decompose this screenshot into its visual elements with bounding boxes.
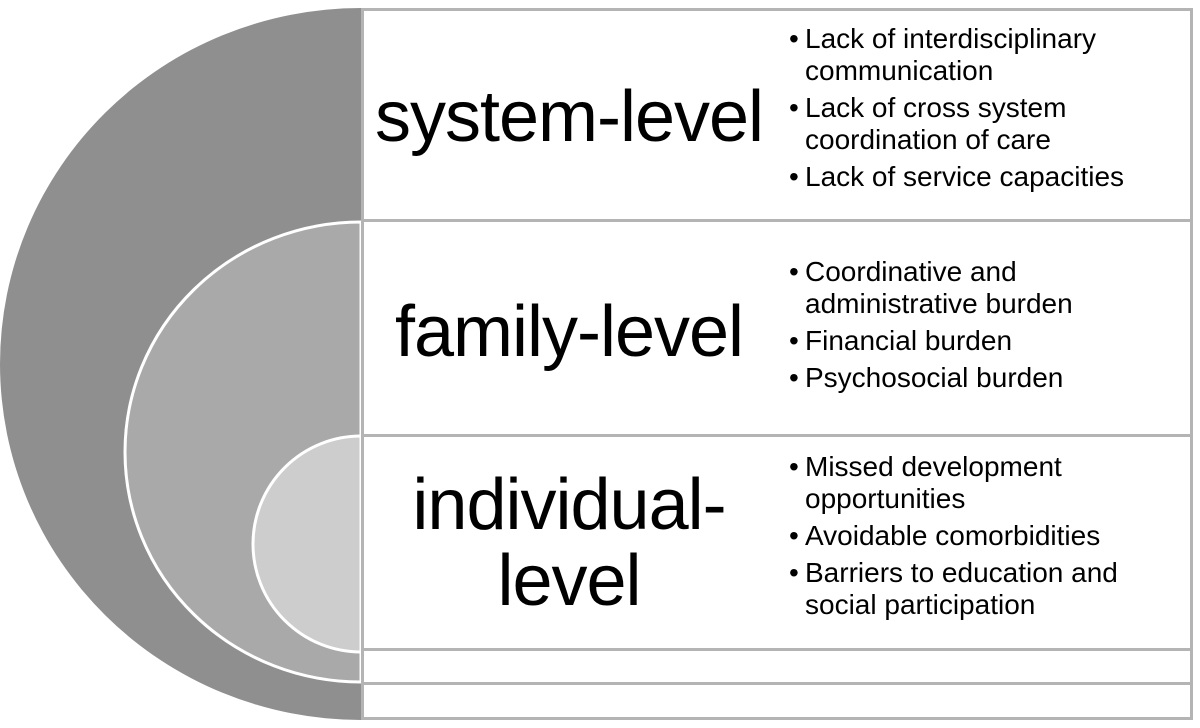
individual-level-list: Missed development opportunities Avoidab… bbox=[789, 451, 1185, 626]
individual-level-title-line2: level bbox=[497, 541, 641, 621]
list-item: Avoidable comorbidities bbox=[789, 520, 1185, 552]
list-item: Financial burden bbox=[789, 325, 1185, 357]
list-item: Missed development opportunities bbox=[789, 451, 1095, 515]
individual-level-panel: individual- level Missed development opp… bbox=[361, 434, 1193, 651]
list-item: Psychosocial burden bbox=[789, 362, 1185, 394]
system-level-panel: system-level Lack of interdisciplinary c… bbox=[361, 8, 1193, 222]
empty-panel-outer-ring bbox=[361, 682, 1193, 720]
system-level-title: system-level bbox=[374, 77, 764, 157]
inner-semicircle-individual bbox=[251, 434, 363, 654]
list-item: Barriers to education and social partici… bbox=[789, 557, 1135, 621]
list-item: Lack of service capacities bbox=[789, 161, 1185, 193]
individual-level-title-line1: individual- bbox=[412, 465, 726, 545]
family-level-list: Coordinative and administrative burden F… bbox=[789, 256, 1185, 399]
empty-panel-middle-ring bbox=[361, 648, 1193, 685]
list-item: Lack of cross system coordination of car… bbox=[789, 92, 1095, 156]
family-level-panel: family-level Coordinative and administra… bbox=[361, 219, 1193, 437]
family-level-title: family-level bbox=[394, 292, 744, 372]
list-item: Coordinative and administrative burden bbox=[789, 256, 1105, 320]
individual-level-title: individual- level bbox=[364, 467, 774, 619]
list-item: Lack of interdisciplinary communication bbox=[789, 23, 1105, 87]
system-level-list: Lack of interdisciplinary communication … bbox=[789, 23, 1185, 198]
